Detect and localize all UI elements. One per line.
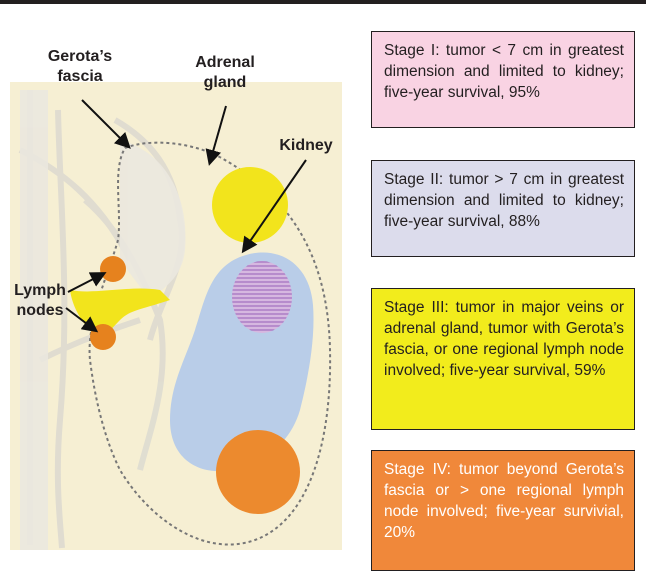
adrenal-gland-label: Adrenal gland [185,53,265,93]
gerotas-fascia-label: Gerota’s fascia [30,47,130,87]
stage-iv-box: Stage IV: tumor beyond Gerota’s fascia o… [371,450,635,571]
lymph-nodes-label: Lymph nodes [0,281,80,321]
stage-iii-box: Stage III: tumor in major veins or adren… [371,288,635,430]
stage-iv-tumor [216,430,300,514]
stage-ii-box: Stage II: tumor > 7 cm in greatest dimen… [371,160,635,257]
kidney-label: Kidney [270,136,342,156]
stage-i-box: Stage I: tumor < 7 cm in greatest dimens… [371,31,635,128]
adrenal-tumor [212,167,288,243]
lymph-node-upper [100,256,126,282]
hatched-tumor [232,261,292,333]
lymph-node-lower [90,324,116,350]
